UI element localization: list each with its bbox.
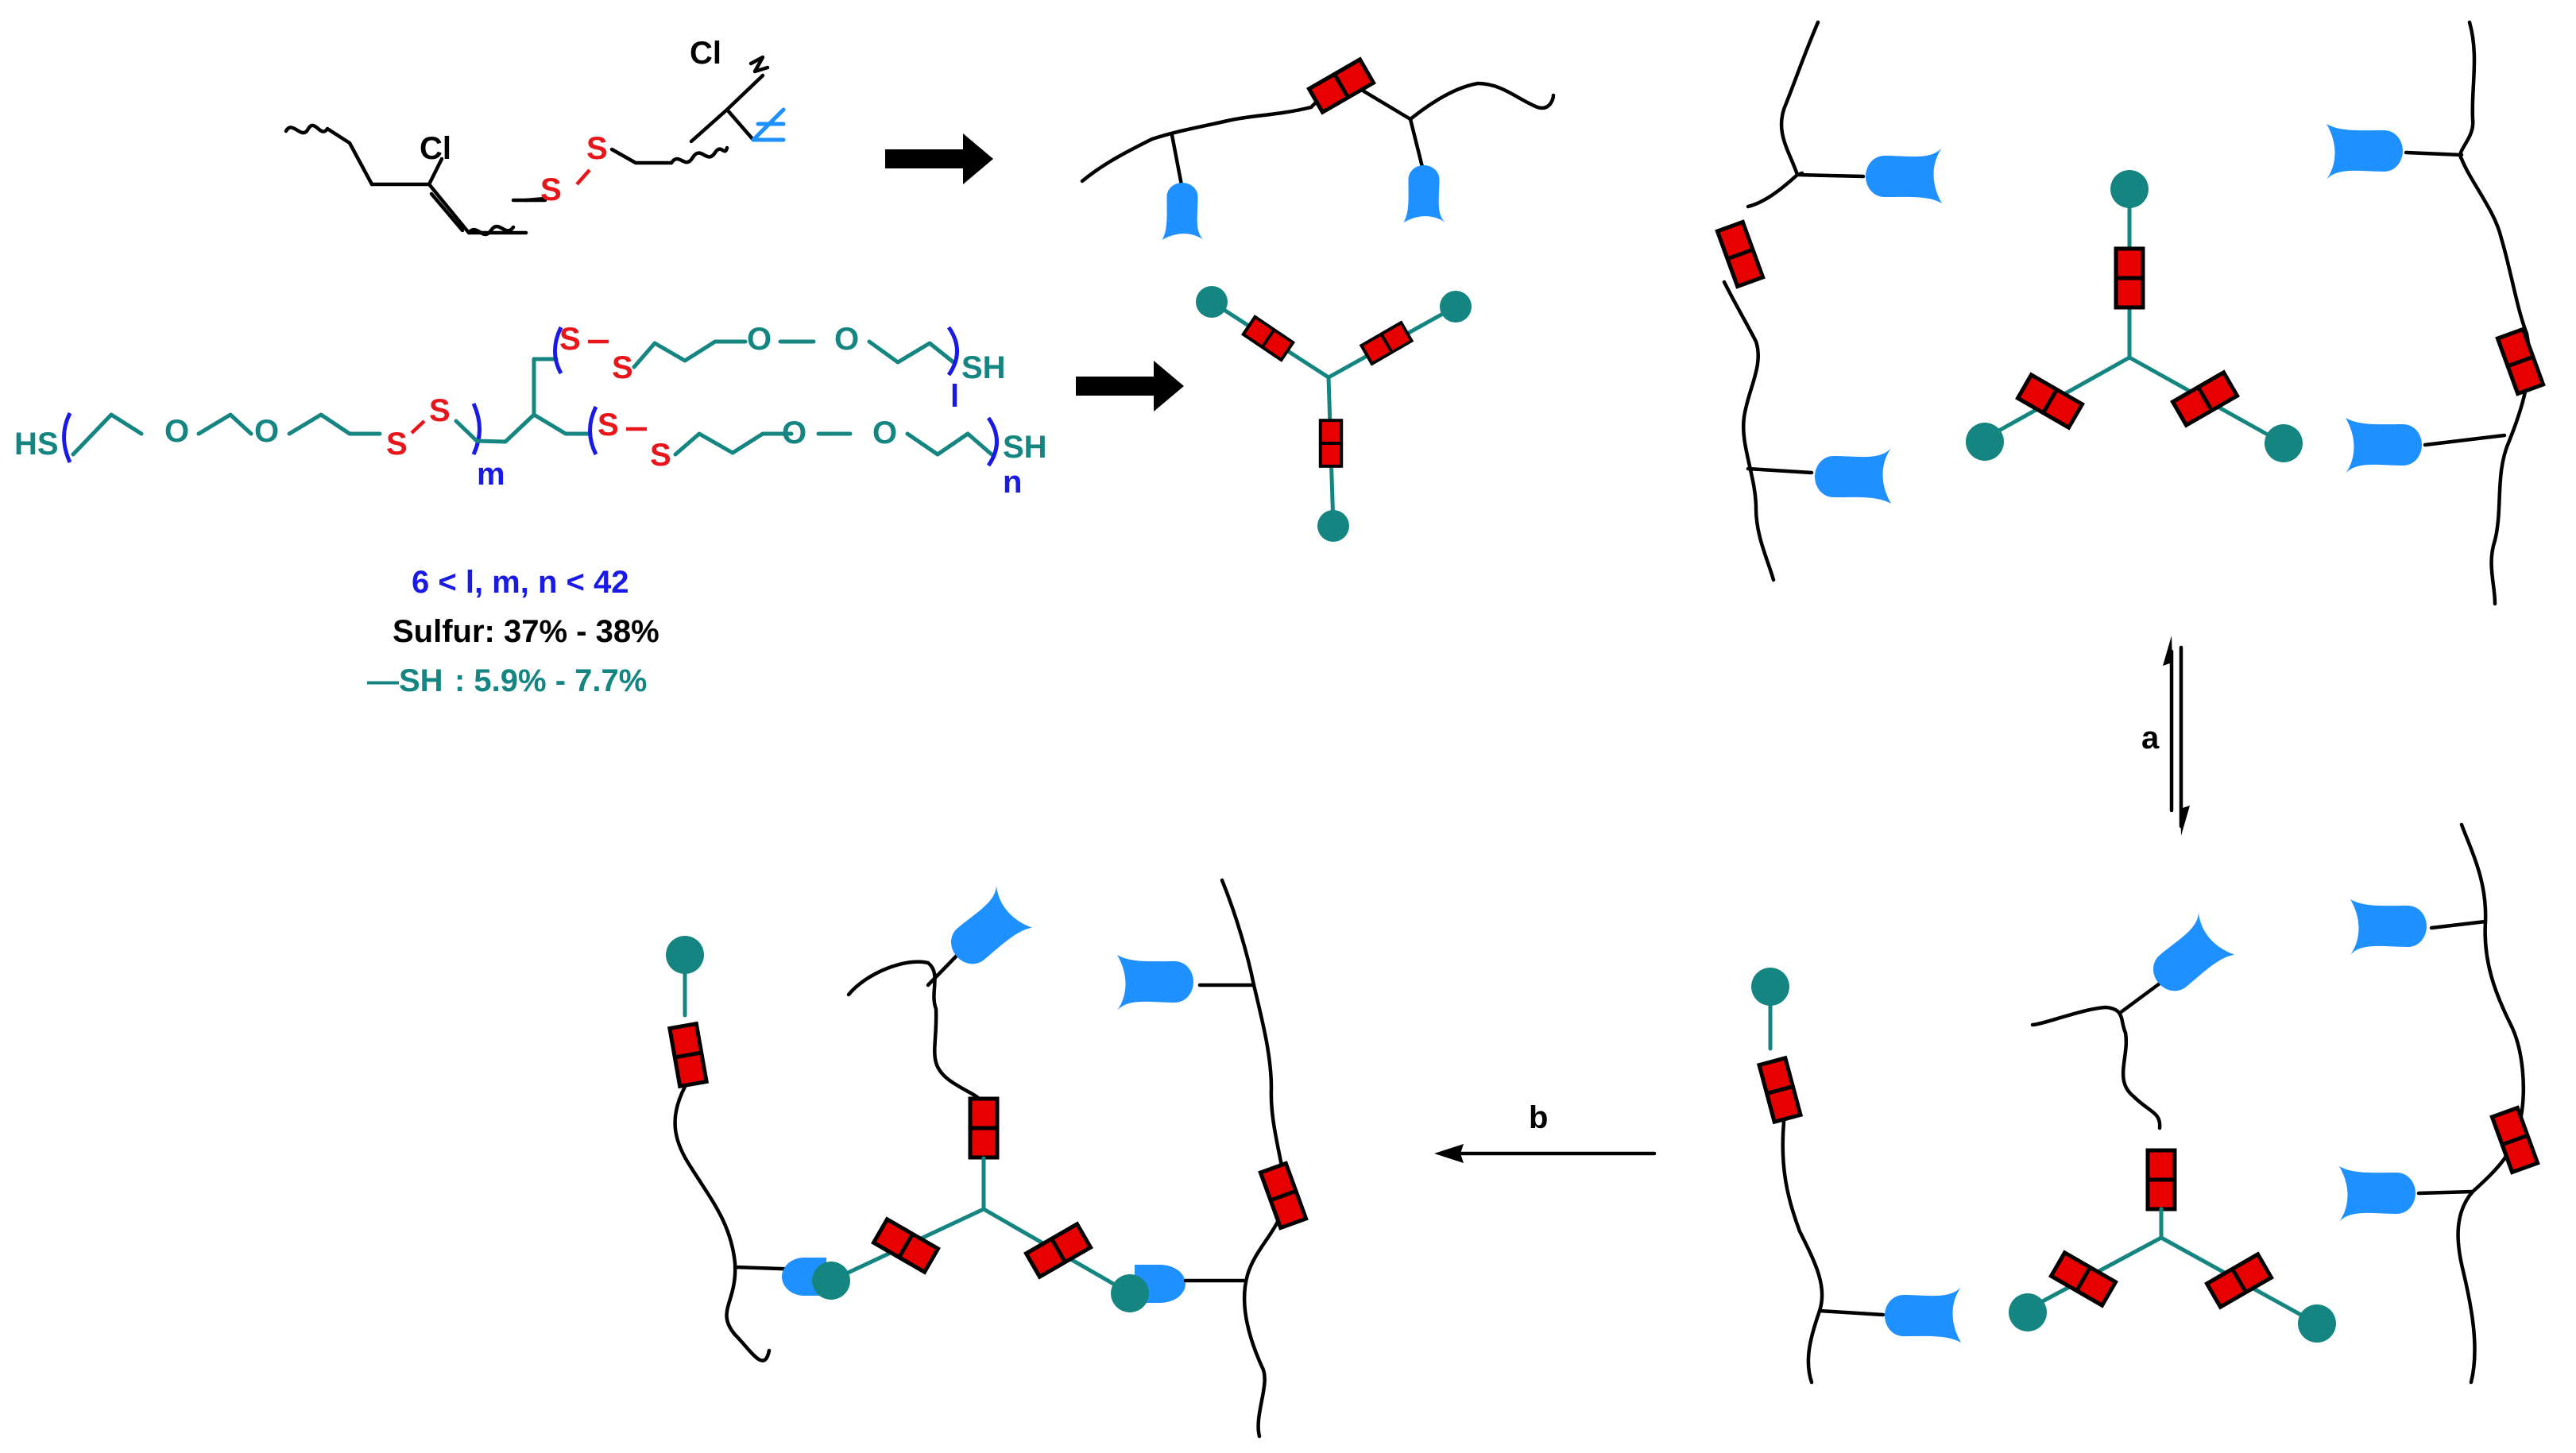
network-state-3: [666, 878, 1306, 1439]
thiol-end-label-left: HS: [14, 427, 59, 462]
thiol-end-label-upper: SH: [961, 350, 1006, 385]
repeat-l-label: l: [950, 379, 959, 414]
oxygen-label-2: O: [254, 414, 279, 449]
three-arm-star-crosslinker-icon: [1196, 286, 1472, 542]
thiol-polymer-structure: HS O O S S m S S O O SH l S S O O: [14, 322, 1047, 500]
sulfur-label-6: S: [612, 350, 633, 385]
oxygen-label-4: O: [834, 322, 859, 357]
sulfur-content-text: Sulfur: 37% - 38%: [393, 614, 659, 649]
double-bond-pendant-icon: [1162, 183, 1204, 240]
equilibrium-arrows-icon: [2163, 636, 2190, 836]
oxygen-label-1: O: [164, 414, 189, 449]
reaction-arrow-icon: [1076, 361, 1184, 412]
thiol-content-symbol: —SH: [367, 663, 443, 698]
network-state-1: [1717, 20, 2543, 606]
chlorine-label-2: Cl: [690, 36, 721, 71]
sulfur-label-7: S: [598, 408, 619, 442]
crosslinked-rubber-chain: [1080, 60, 1556, 240]
step-a-label: a: [2141, 721, 2160, 755]
reaction-arrow-icon: [885, 133, 993, 184]
rubber-structure: Cl S S Cl: [284, 36, 786, 237]
double-bond-pendant-icon: [1403, 165, 1445, 222]
disulfide-block-icon: [1309, 60, 1373, 112]
thiol-content-value: : 5.9% - 7.7%: [454, 663, 647, 698]
sulfur-label-4: S: [429, 393, 451, 428]
sulfur-label-8: S: [650, 438, 671, 473]
thiol-end-label-lower: SH: [1003, 430, 1047, 465]
sulfur-label-5: S: [559, 322, 581, 357]
repeat-n-label: n: [1003, 465, 1022, 500]
oxygen-label-6: O: [872, 415, 897, 450]
repeat-range-text: 6 < l, m, n < 42: [412, 565, 629, 600]
oxygen-label-5: O: [782, 415, 806, 450]
oxygen-label-3: O: [747, 322, 772, 357]
network-state-2: [1751, 822, 2538, 1385]
reaction-arrow-icon: [1434, 1144, 1657, 1163]
step-b-label: b: [1529, 1100, 1548, 1135]
chlorine-label-1: Cl: [420, 131, 451, 166]
sulfur-label-3: S: [386, 427, 408, 462]
sulfur-label-2: S: [586, 131, 608, 166]
sulfur-label-1: S: [540, 172, 562, 207]
repeat-m-label: m: [477, 457, 505, 492]
